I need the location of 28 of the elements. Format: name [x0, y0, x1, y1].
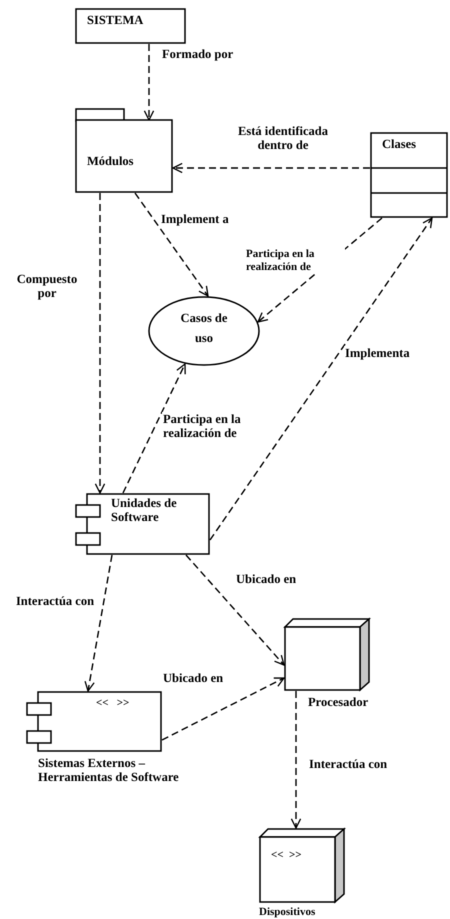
node-label: Casos de uso	[180, 310, 228, 347]
node-label: SISTEMA	[87, 13, 144, 28]
dependency-arrow	[162, 677, 285, 741]
edge-label: Ubicado en	[235, 572, 298, 586]
dependency-arrow	[84, 554, 113, 692]
dependency-arrow	[122, 363, 186, 494]
edge-label: Interactúa con	[14, 594, 96, 608]
node-label: Clases	[382, 137, 416, 152]
node-label: Módulos	[87, 154, 134, 168]
edge-label: Ubicado en	[162, 671, 224, 686]
edge-label: Implement a	[160, 212, 230, 226]
node-label: Sistemas Externos – Herramientas de Software	[38, 756, 180, 785]
dependency-arrow	[144, 44, 154, 121]
dependency-arrow	[172, 162, 370, 174]
dependency-arrow	[134, 192, 209, 297]
edge-label: Interactúa con	[308, 757, 388, 772]
edge-label: Participa en la realización de	[245, 248, 345, 274]
node-label: Dispositivos	[259, 906, 316, 919]
dependency-arrow	[94, 193, 106, 494]
dependency-arrow	[185, 554, 285, 666]
edge-label: Implementa	[344, 346, 411, 360]
dependency-arrow	[209, 217, 433, 540]
node-label: Unidades de Software	[111, 496, 178, 525]
node-label: Procesador	[308, 695, 368, 710]
dependency-arrow	[290, 691, 302, 829]
stereotype-text: << >>	[271, 849, 302, 862]
edge-label: Formado por	[161, 47, 234, 62]
stereotype-text: << >>	[96, 697, 130, 710]
